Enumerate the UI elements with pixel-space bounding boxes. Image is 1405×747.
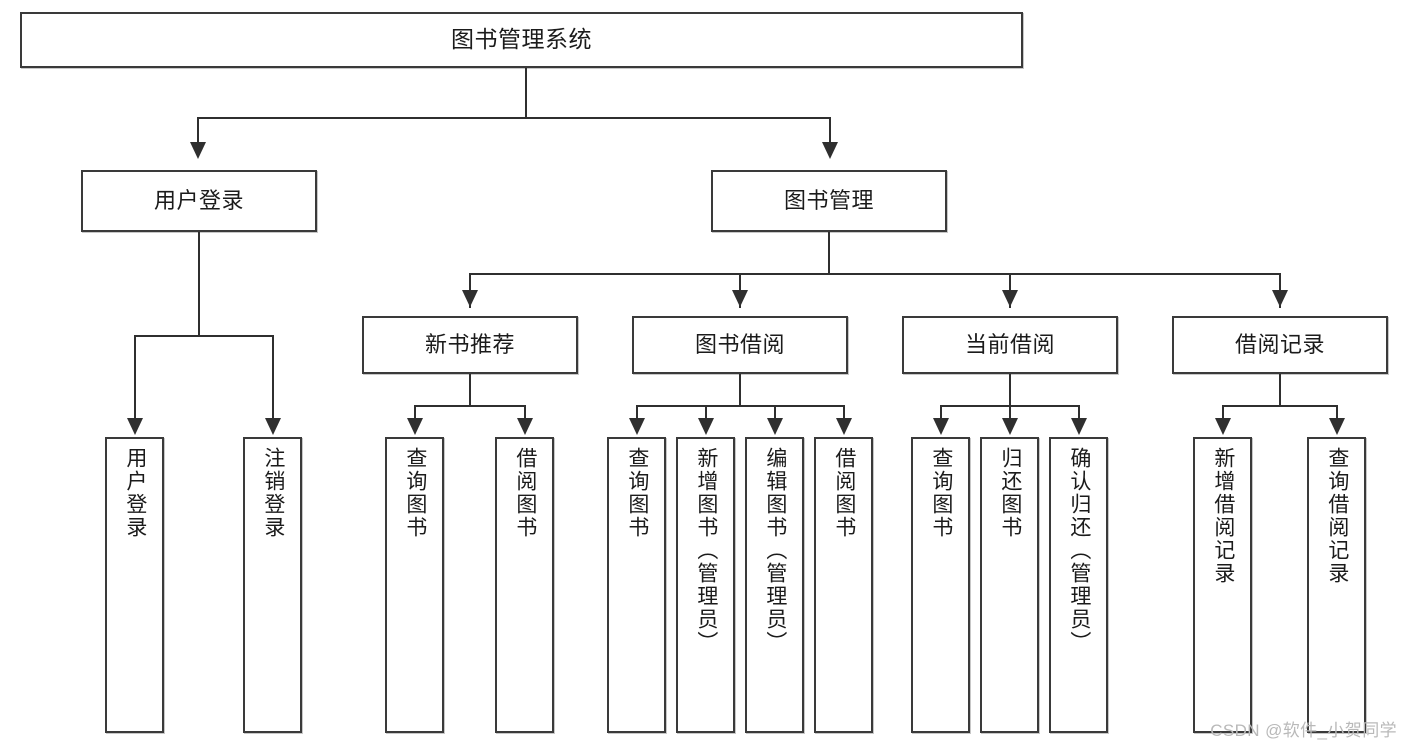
edge-nb-to-leaf-2 [524,405,526,420]
arrow-bb-to-leaf-3 [767,418,783,435]
edge-book-management-stem [828,232,830,274]
node-label: 借阅记录 [1234,331,1325,357]
edge-book-borrow-bus [636,405,844,407]
edge-br-to-leaf-2 [1336,405,1338,420]
leaf-query-book-bb[interactable]: 查询图书 [607,437,666,733]
edge-borrow-record-stem [1279,374,1281,406]
arrow-root-to-user-login [190,142,206,159]
leaf-query-book-cb[interactable]: 查询图书 [911,437,970,733]
node-label: 借阅图书 [513,447,537,539]
node-new-book-recommend[interactable]: 新书推荐 [362,316,578,374]
node-label: 新增图书（管理员） [694,447,718,654]
edge-bb-to-leaf-3 [774,405,776,420]
arrow-bb-to-leaf-4 [836,418,852,435]
node-book-borrow[interactable]: 图书借阅 [632,316,848,374]
node-label: 当前借阅 [964,331,1055,357]
node-label: 新书推荐 [424,331,515,357]
node-label: 图书管理 [783,187,874,213]
node-user-login[interactable]: 用户登录 [81,170,317,232]
node-label: 查询图书 [929,447,953,539]
edge-br-to-leaf-1 [1222,405,1224,420]
node-label: 查询借阅记录 [1325,447,1349,585]
edge-borrow-record-bus [1222,405,1337,407]
edge-cb-to-leaf-2 [1009,405,1011,420]
node-current-borrow[interactable]: 当前借阅 [902,316,1118,374]
arrow-bm-to-borrow-record [1272,290,1288,307]
edge-book-management-bus [469,273,1280,275]
edge-new-book-bus [414,405,525,407]
node-book-management[interactable]: 图书管理 [711,170,947,232]
arrow-bb-to-leaf-2 [698,418,714,435]
arrow-user-login-to-leaf-1 [127,418,143,435]
node-borrow-record[interactable]: 借阅记录 [1172,316,1388,374]
edge-nb-to-leaf-1 [414,405,416,420]
arrow-nb-to-leaf-2 [517,418,533,435]
node-label: 用户登录 [123,447,147,539]
node-label: 图书借阅 [694,331,785,357]
edge-root-to-user-login [197,117,199,145]
leaf-edit-book-admin[interactable]: 编辑图书（管理员） [745,437,804,733]
node-label: 查询图书 [403,447,427,539]
arrow-bm-to-book-borrow [732,290,748,307]
node-label: 新增借阅记录 [1211,447,1235,585]
edge-root-to-book-management [829,117,831,145]
edge-bb-to-leaf-4 [843,405,845,420]
leaf-logout-login[interactable]: 注销登录 [243,437,302,733]
node-label: 注销登录 [261,447,285,539]
leaf-add-borrow-record[interactable]: 新增借阅记录 [1193,437,1252,733]
arrow-br-to-leaf-2 [1329,418,1345,435]
edge-cb-to-leaf-1 [940,405,942,420]
edge-user-login-to-leaf-1 [134,335,136,420]
node-label: 编辑图书（管理员） [763,447,787,654]
arrow-bm-to-current-borrow [1002,290,1018,307]
leaf-add-book-admin[interactable]: 新增图书（管理员） [676,437,735,733]
node-root-library-management-system[interactable]: 图书管理系统 [20,12,1023,68]
edge-user-login-stem [198,232,200,336]
arrow-cb-to-leaf-3 [1071,418,1087,435]
edge-new-book-stem [469,374,471,406]
edge-user-login-to-leaf-2 [272,335,274,420]
leaf-query-borrow-record[interactable]: 查询借阅记录 [1307,437,1366,733]
arrow-bm-to-new-book [462,290,478,307]
arrow-user-login-to-leaf-2 [265,418,281,435]
leaf-user-login[interactable]: 用户登录 [105,437,164,733]
node-label: 图书管理系统 [451,26,592,53]
edge-current-borrow-stem [1009,374,1011,406]
leaf-query-book-nb[interactable]: 查询图书 [385,437,444,733]
node-label: 用户登录 [153,187,244,213]
arrow-root-to-book-management [822,142,838,159]
edge-book-borrow-stem [739,374,741,406]
arrow-nb-to-leaf-1 [407,418,423,435]
node-label: 借阅图书 [832,447,856,539]
edge-root-bus [197,117,829,119]
node-label: 查询图书 [625,447,649,539]
arrow-bb-to-leaf-1 [629,418,645,435]
leaf-confirm-return-admin[interactable]: 确认归还（管理员） [1049,437,1108,733]
watermark: CSDN @软件_小贺同学 [1210,721,1397,740]
edge-bb-to-leaf-2 [705,405,707,420]
edge-cb-to-leaf-3 [1078,405,1080,420]
arrow-br-to-leaf-1 [1215,418,1231,435]
leaf-return-book[interactable]: 归还图书 [980,437,1039,733]
node-label: 归还图书 [998,447,1022,539]
node-label: 确认归还（管理员） [1067,447,1091,654]
edge-user-login-bus [134,335,273,337]
arrow-cb-to-leaf-2 [1002,418,1018,435]
edge-bb-to-leaf-1 [636,405,638,420]
leaf-borrow-book-nb[interactable]: 借阅图书 [495,437,554,733]
edge-root-stem [525,68,527,118]
leaf-borrow-book-bb[interactable]: 借阅图书 [814,437,873,733]
arrow-cb-to-leaf-1 [933,418,949,435]
